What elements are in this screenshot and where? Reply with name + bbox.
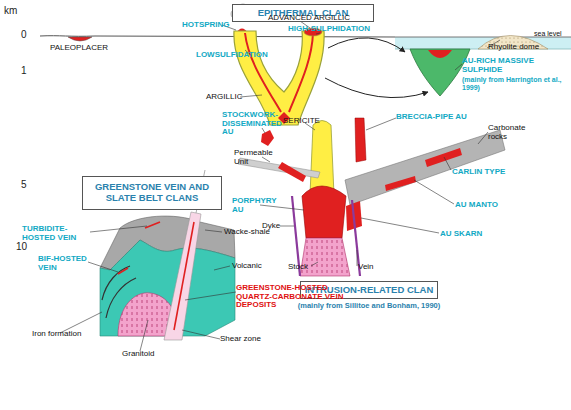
annotation-label: 10 <box>16 242 27 253</box>
annotation-label: 5 <box>21 180 27 191</box>
annotation-label: STOCKWORK-DISSEMINATED AU <box>222 111 286 137</box>
carbonate-layer <box>345 130 505 205</box>
clan-box: GREENSTONE VEIN AND SLATE BELT CLANS <box>82 176 222 210</box>
annotation-label: PORPHYRY AU <box>232 197 276 214</box>
curved-arrow <box>328 38 405 52</box>
shear-zone-band <box>164 212 201 340</box>
annotation-label: TURBIDITE-HOSTED VEIN <box>22 225 92 242</box>
stockwork-ore <box>261 130 274 146</box>
annotation-label: 0 <box>21 30 27 41</box>
annotation-label: Permeable Unit <box>234 149 284 166</box>
curved-arrow <box>325 78 428 98</box>
annotation-label: Rhyolite dome <box>488 43 539 52</box>
annotation-label: LOWSULFIDATION <box>196 51 268 60</box>
annotation-label: GREENSTONE-HOSTED QUARTZ-CARBONATE VEIN … <box>236 284 348 310</box>
clan-heading: GREENSTONE VEIN AND SLATE BELT CLANS <box>83 182 221 204</box>
carlin-ore <box>425 148 462 167</box>
turbidite-vein <box>145 222 160 228</box>
manto-ore <box>278 162 306 182</box>
annotation-label: Volcanic <box>232 262 262 271</box>
vein <box>245 33 281 112</box>
quartz-carbonate-vein <box>174 222 194 330</box>
annotation-label: AU-RICH MASSIVE SULPHIDE <box>462 57 566 74</box>
annotation-label: Shear zone <box>220 335 261 344</box>
annotation-label: CARLIN TYPE <box>452 168 505 177</box>
annotation-label: Granitoid <box>122 350 154 359</box>
bif-vein <box>118 268 128 274</box>
annotation-label: Iron formation <box>32 330 81 339</box>
annotation-label: SERICITE <box>283 117 320 126</box>
annotation-label: AU MANTO <box>455 201 498 210</box>
annotation-label: Carbonate rocks <box>488 124 530 141</box>
source-note: (mainly from Sillitoe and Bonham, 1990) <box>291 301 447 310</box>
annotation-label: ARGILLIC <box>206 93 242 102</box>
annotation-label: Vein <box>358 263 374 272</box>
annotation-label: HIGH-SULPHIDATION <box>288 25 370 34</box>
annotation-label: HOTSPRING <box>182 21 230 30</box>
annotation-label: Stock <box>288 263 308 272</box>
annotation-label: km <box>4 6 17 17</box>
vein <box>289 33 313 112</box>
ground-surface <box>40 36 395 37</box>
annotation-label: 1 <box>21 66 27 77</box>
massive-sulphide-basin <box>410 49 470 96</box>
sulphide-lens <box>428 50 452 58</box>
manto-ore <box>385 176 416 191</box>
annotation-label: sea level <box>534 30 562 38</box>
annotation-label: BIF-HOSTED VEIN <box>38 255 90 272</box>
annotation-label: (mainly from Harrington et al., 1999) <box>462 76 568 91</box>
paleoplacer-lens <box>68 37 92 41</box>
annotation-label: AU SKARN <box>440 230 482 239</box>
annotation-label: Wacke-shale <box>224 228 270 237</box>
breccia-pipe <box>355 118 366 162</box>
annotation-label: ADVANCED ARGILLIC <box>268 14 350 23</box>
leader-lines <box>60 21 500 351</box>
sericite-zone <box>310 121 334 196</box>
annotation-label: PALEOPLACER <box>50 44 108 53</box>
volcanic-unit <box>100 240 235 336</box>
porphyry-ore <box>302 186 346 238</box>
annotation-label: BRECCIA-PIPE AU <box>396 113 467 122</box>
